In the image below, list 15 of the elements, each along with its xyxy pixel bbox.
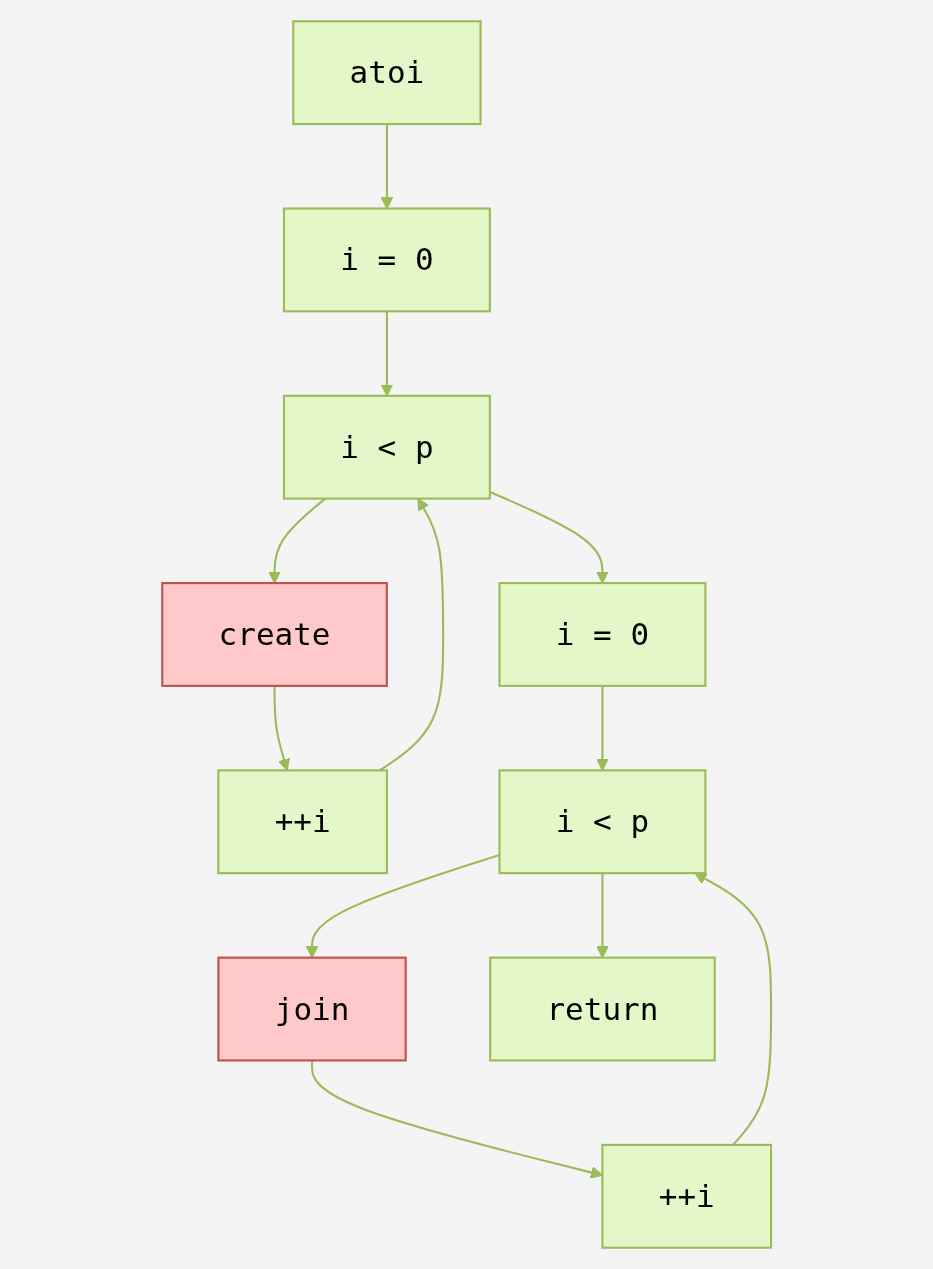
node-box: i < p xyxy=(498,769,707,875)
node-box: create xyxy=(161,582,388,687)
node-box: i = 0 xyxy=(282,207,491,313)
node-box: i < p xyxy=(282,394,491,500)
node-box: i = 0 xyxy=(498,582,707,687)
node-box: ++i xyxy=(601,1143,772,1249)
arrow xyxy=(596,685,609,771)
arrow xyxy=(310,1060,603,1179)
arrow xyxy=(273,685,290,771)
arrow xyxy=(379,498,445,772)
node-box: atoi xyxy=(292,20,482,126)
arrow xyxy=(489,491,609,584)
node-box: return xyxy=(488,956,716,1062)
node-box: join xyxy=(217,956,407,1062)
node-box: ++i xyxy=(217,769,388,875)
